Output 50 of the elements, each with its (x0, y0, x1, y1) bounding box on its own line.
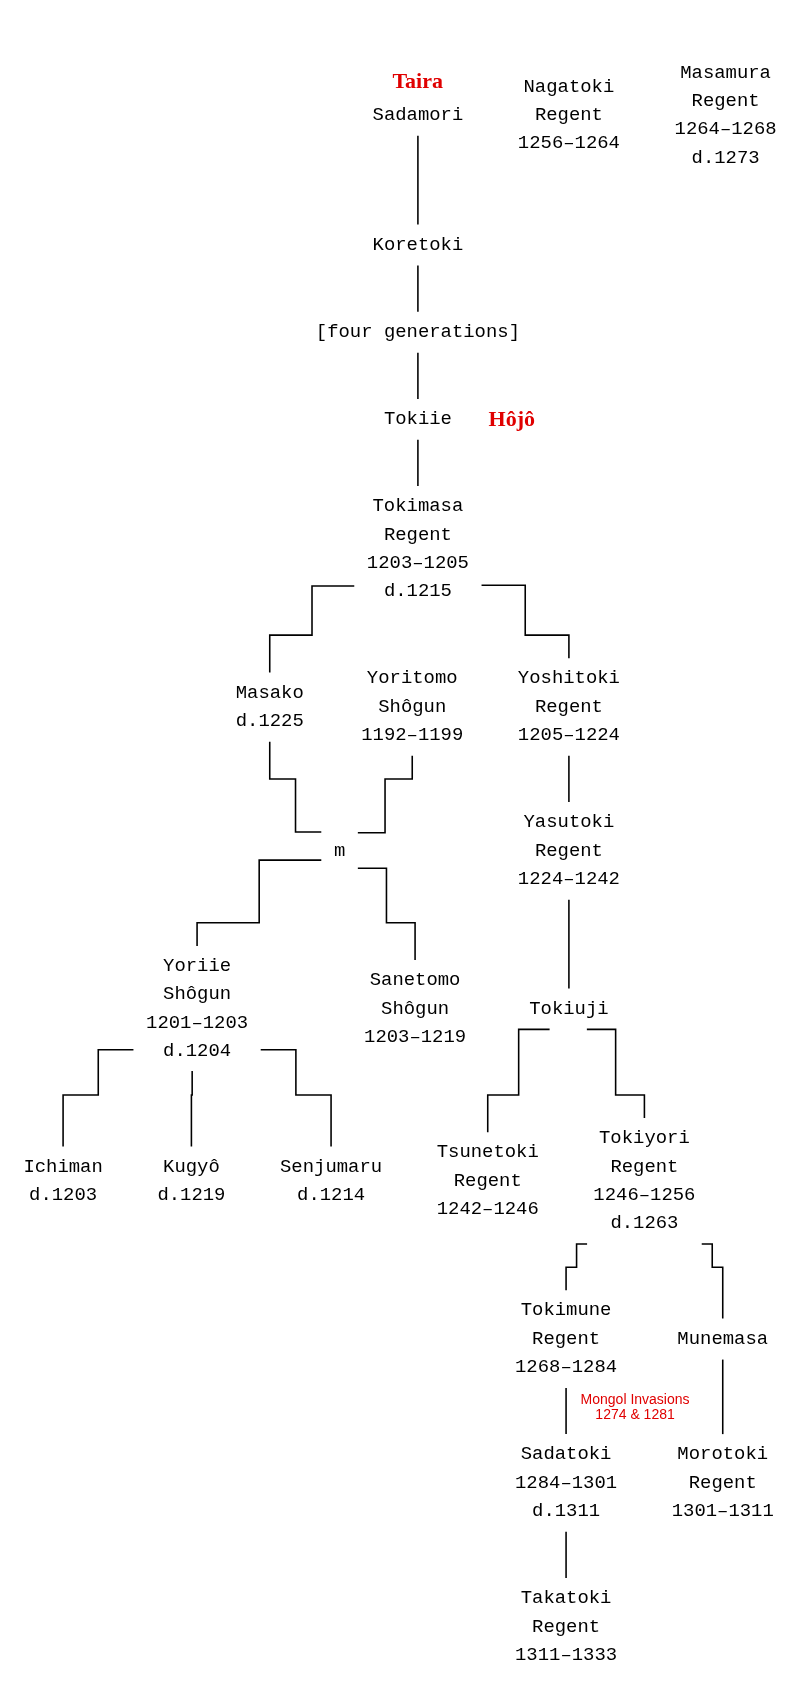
node-text: Sadatoki 1284–1301 d.1311 (515, 1443, 618, 1522)
node-text: Tokimune Regent 1268–1284 (515, 1299, 618, 1378)
connector (417, 351, 419, 400)
connector (196, 859, 323, 947)
connector (565, 1387, 567, 1435)
node-text: Yasutoki Regent 1224–1242 (517, 811, 620, 890)
node-text: Yoriie Shôgun 1201–1203 d.1204 (146, 955, 249, 1062)
connector (486, 1028, 551, 1134)
connector (357, 755, 414, 834)
node-text: Sadamori (372, 104, 464, 126)
node-text: m (333, 839, 346, 861)
node-text: Sanetomo Shôgun 1203–1219 (364, 969, 467, 1048)
node-text: Masako d.1225 (235, 681, 304, 732)
node-text: Yoritomo Shôgun 1192–1199 (361, 667, 464, 746)
connector (268, 585, 356, 674)
clan-label: Hôjô (488, 407, 535, 432)
node-text: Tokiuji (529, 997, 609, 1019)
connector (480, 584, 570, 659)
node-text: Tokiie (383, 408, 452, 430)
node-text: Tokiyori Regent 1246–1256 d.1263 (593, 1127, 696, 1234)
connector (417, 135, 419, 226)
connector (190, 1071, 194, 1148)
connector (62, 1049, 135, 1148)
node-text: Tokimasa Regent 1203–1205 d.1215 (366, 495, 469, 602)
connector (417, 439, 419, 487)
node-text: Yoshitoki Regent 1205–1224 (517, 667, 620, 746)
node-text: Masamura Regent 1264–1268 d.1273 (674, 61, 777, 168)
connector (565, 1530, 567, 1579)
connector (357, 867, 416, 961)
connector (568, 755, 570, 803)
connector (259, 1049, 332, 1148)
connector (700, 1243, 724, 1320)
node-text: Koretoki (372, 234, 464, 256)
node-text: Nagatoki Regent 1256–1264 (517, 76, 620, 154)
connector (268, 740, 323, 833)
node-text: Tsunetoki Regent 1242–1246 (436, 1141, 539, 1220)
node-text: Kugyô d.1219 (157, 1155, 226, 1206)
node-text: Senjumaru d.1214 (280, 1155, 383, 1206)
connector (586, 1028, 646, 1119)
node-text: [four generations] (315, 321, 520, 343)
clan-label: Taira (392, 68, 443, 94)
connector (568, 898, 570, 990)
node-text: Takatoki Regent 1311–1333 (515, 1587, 618, 1666)
connector (565, 1243, 588, 1292)
node-text: Morotoki Regent 1301–1311 (671, 1443, 774, 1522)
connector (417, 264, 419, 313)
connector (721, 1358, 724, 1435)
node-text: Munemasa (677, 1328, 769, 1350)
node-text: Ichiman d.1203 (23, 1155, 103, 1206)
note-label: Mongol Invasions 1274 & 1281 (579, 1391, 691, 1423)
